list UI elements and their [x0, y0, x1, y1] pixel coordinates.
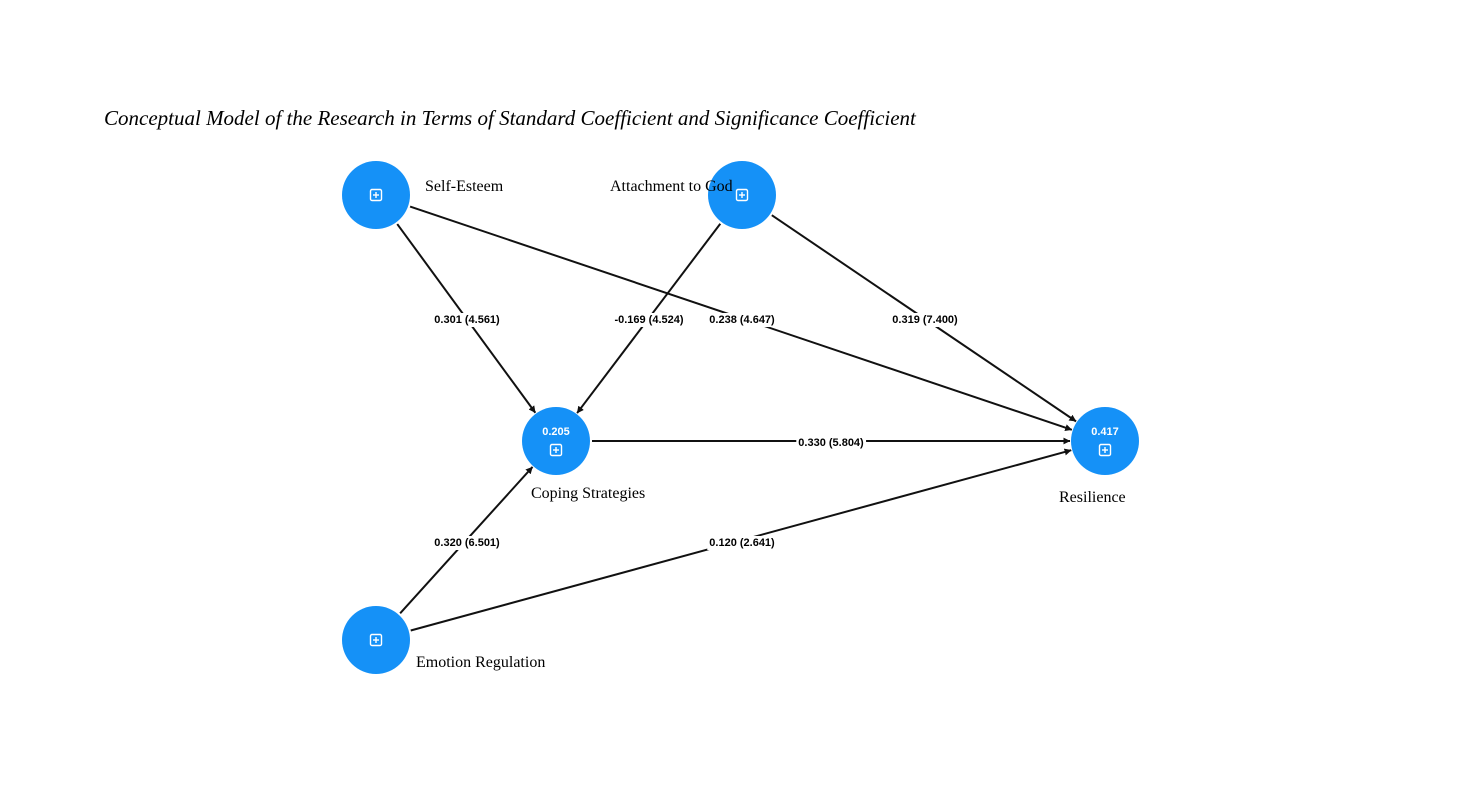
label-background: [432, 536, 503, 550]
construct-label-coping-strategies: Coping Strategies: [531, 485, 645, 502]
construct-circle[interactable]: [522, 407, 590, 475]
edge-labels-layer: 0.301 (4.561) -0.169 (4.524) 0.238 (4.647)…: [432, 313, 961, 550]
construct-node-emotion-regulation[interactable]: [342, 606, 410, 674]
path-coefficient-text: 0.301 (4.561): [434, 314, 500, 326]
expand-plus-icon[interactable]: [549, 443, 563, 457]
construct-circle[interactable]: [1071, 407, 1139, 475]
r-squared-value: 0.205: [542, 426, 570, 438]
expand-plus-icon[interactable]: [369, 633, 383, 647]
construct-node-coping-strategies[interactable]: 0.205: [522, 407, 590, 475]
construct-label-resilience: Resilience: [1059, 489, 1126, 506]
expand-plus-icon[interactable]: [1098, 443, 1112, 457]
path-coefficient-label: 0.301 (4.561): [432, 313, 503, 327]
expand-plus-icon[interactable]: [735, 188, 749, 202]
label-background: [432, 313, 503, 327]
path-coefficient-text: 0.238 (4.647): [709, 314, 775, 326]
construct-node-self-esteem[interactable]: [342, 161, 410, 229]
expand-plus-icon[interactable]: [369, 188, 383, 202]
path-coefficient-text: 0.120 (2.641): [709, 537, 775, 549]
path-coefficient-label: 0.320 (6.501): [432, 536, 503, 550]
construct-label-self-esteem: Self-Esteem: [425, 178, 504, 195]
path-coefficient-text: 0.320 (6.501): [434, 537, 500, 549]
construct-node-resilience[interactable]: 0.417: [1071, 407, 1139, 475]
r-squared-value: 0.417: [1091, 426, 1119, 438]
construct-label-emotion-regulation: Emotion Regulation: [416, 654, 545, 671]
path-coefficient-text: 0.330 (5.804): [798, 437, 864, 449]
edges-layer: [396, 205, 1077, 632]
figure-caption: Conceptual Model of the Research in Term…: [104, 106, 916, 130]
construct-label-attachment-to-god: Attachment to God: [610, 178, 733, 195]
label-background: [707, 313, 778, 327]
label-background: [612, 313, 686, 327]
label-background: [890, 313, 961, 327]
path-coefficient-text: -0.169 (4.524): [614, 314, 683, 326]
path-coefficient-label: 0.120 (2.641): [707, 536, 778, 550]
path-coefficient-label: 0.319 (7.400): [890, 313, 961, 327]
path-coefficient-label: 0.238 (4.647): [707, 313, 778, 327]
path-coefficient-text: 0.319 (7.400): [892, 314, 958, 326]
construct-node-attachment-to-god[interactable]: [708, 161, 776, 229]
nodes-layer: 0.205 0.417: [342, 161, 1139, 674]
path-coefficient-label: 0.330 (5.804): [796, 436, 867, 450]
label-background: [796, 436, 867, 450]
label-background: [707, 536, 778, 550]
path-coefficient-label: -0.169 (4.524): [612, 313, 686, 327]
